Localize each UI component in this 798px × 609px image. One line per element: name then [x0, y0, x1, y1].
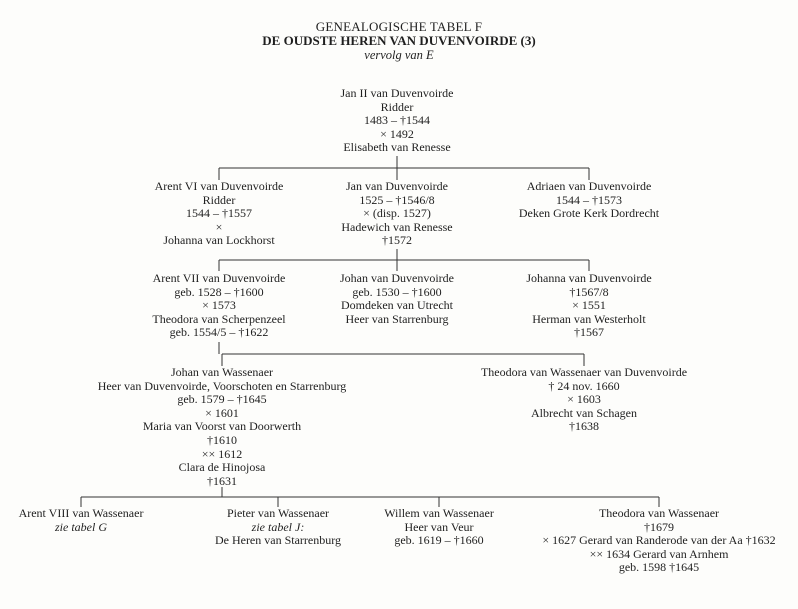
cross-reference-title: De Heren van Starrenburg: [214, 533, 342, 548]
person-name: Jan van Duvenvoirde: [346, 179, 448, 193]
person-theodora-duvenvoirde: Theodora van Wassenaer van Duvenvoirde †…: [454, 365, 714, 434]
person-arent-vi: Arent VI van Duvenvoirde Ridder 1544 – †…: [129, 179, 309, 248]
person-dates: geb. 1619 – †1660: [394, 533, 484, 548]
person-dates: 1525 – †1546/8: [359, 192, 435, 207]
person-dates: 1544 – †1557: [186, 206, 252, 221]
spouse-dates: †1631: [207, 473, 237, 488]
marriage-mark: × 1573: [202, 298, 236, 313]
table-label: GENEALOGISCHE TABEL F: [315, 19, 483, 34]
spouse-name: Herman van Westerholt: [532, 311, 646, 326]
spouse-name: Clara de Hinojosa: [178, 460, 266, 475]
table-subtitle: vervolg van E: [364, 48, 434, 62]
marriage-mark: × 1601: [205, 405, 239, 420]
spouse-dates: †1567: [574, 325, 604, 340]
person-title: Ridder: [202, 192, 236, 207]
person-dates: 1544 – †1573: [556, 192, 622, 207]
person-jan-ii: Jan II van Duvenvoirde Ridder 1483 – †15…: [297, 86, 497, 155]
person-title: Heer van Veur: [404, 519, 474, 534]
person-dates: † 24 nov. 1660: [548, 378, 620, 393]
person-jan: Jan van Duvenvoirde 1525 – †1546/8 × (di…: [307, 179, 487, 248]
person-title: Domdeken van Utrecht: [341, 298, 453, 313]
person-title: Ridder: [380, 99, 414, 114]
spouse-dates: †1572: [382, 233, 412, 248]
spouse-name: Theodora van Scherpenzeel: [152, 311, 286, 326]
spouse-name: Albrecht van Schagen: [531, 405, 637, 420]
spouse-dates: geb. 1554/5 – †1622: [169, 325, 269, 340]
person-name: Willem van Wassenaer: [384, 506, 494, 520]
person-name: Theodora van Wassenaer: [598, 506, 720, 520]
person-name: Johanna van Duvenvoirde: [526, 271, 652, 285]
person-name: Arent VI van Duvenvoirde: [154, 179, 284, 193]
person-dates: 1483 – †1544: [364, 113, 430, 128]
spouse-dates: †1610: [207, 432, 237, 447]
person-adriaen: Adriaen van Duvenvoirde 1544 – †1573 Dek…: [489, 179, 689, 221]
person-arent-vii: Arent VII van Duvenvoirde geb. 1528 – †1…: [119, 271, 319, 340]
person-theodora-wassenaer: Theodora van Wassenaer †1679 × 1627 Gera…: [529, 506, 789, 575]
person-name: Arent VII van Duvenvoirde: [152, 271, 286, 285]
person-name: Jan II van Duvenvoirde: [340, 86, 454, 100]
person-name: Pieter van Wassenaer: [226, 506, 330, 520]
person-johanna: Johanna van Duvenvoirde †1567/8 × 1551 H…: [499, 271, 679, 340]
spouse-name: Johanna van Lockhorst: [163, 233, 275, 248]
spouse-name: Maria van Voorst van Doorwerth: [142, 419, 302, 434]
person-name: Theodora van Wassenaer van Duvenvoirde: [480, 365, 688, 379]
person-name: Adriaen van Duvenvoirde: [526, 179, 652, 193]
person-dates: geb. 1528 – †1600: [174, 284, 264, 299]
person-willem: Willem van Wassenaer Heer van Veur geb. …: [364, 506, 514, 548]
person-title: Heer van Starrenburg: [345, 311, 449, 326]
person-dates: geb. 1579 – †1645: [177, 392, 267, 407]
marriage-entry: × 1627 Gerard van Randerode van der Aa †…: [542, 533, 776, 548]
person-dates: †1567/8: [569, 284, 609, 299]
person-title: Heer van Duvenvoirde, Voorschoten en Sta…: [97, 378, 347, 393]
person-name: Arent VIII van Wassenaer: [18, 506, 144, 520]
cross-reference: zie tabel J:: [251, 519, 305, 534]
person-name: Johan van Duvenvoirde: [340, 271, 454, 285]
spouse-dates: geb. 1598 †1645: [618, 560, 700, 575]
marriage-mark: × (disp. 1527): [363, 206, 431, 221]
spouse-name: Hadewich van Renesse: [341, 219, 453, 234]
spouse-name: Elisabeth van Renesse: [343, 140, 451, 155]
person-title: Deken Grote Kerk Dordrecht: [518, 206, 660, 221]
marriage-mark: ×× 1612: [201, 446, 243, 461]
marriage-mark: × 1551: [572, 298, 606, 313]
person-name: Johan van Wassenaer: [170, 365, 274, 379]
person-dates: †1679: [644, 519, 674, 534]
spouse-dates: †1638: [569, 419, 599, 434]
person-arent-viii: Arent VIII van Wassenaer zie tabel G: [6, 506, 156, 534]
table-title: DE OUDSTE HEREN VAN DUVENVOIRDE (3): [262, 33, 536, 48]
marriage-mark: × 1492: [380, 126, 414, 141]
cross-reference: zie tabel G: [55, 519, 107, 534]
marriage-mark: ×: [215, 219, 223, 234]
person-pieter: Pieter van Wassenaer zie tabel J: De Her…: [198, 506, 358, 548]
marriage-entry: ×× 1634 Gerard van Arnhem: [589, 546, 729, 561]
marriage-mark: × 1603: [567, 392, 601, 407]
person-johan-wassenaer: Johan van Wassenaer Heer van Duvenvoirde…: [62, 365, 382, 488]
person-dates: geb. 1530 – †1600: [352, 284, 442, 299]
person-johan-duvenvoirde: Johan van Duvenvoirde geb. 1530 – †1600 …: [307, 271, 487, 326]
